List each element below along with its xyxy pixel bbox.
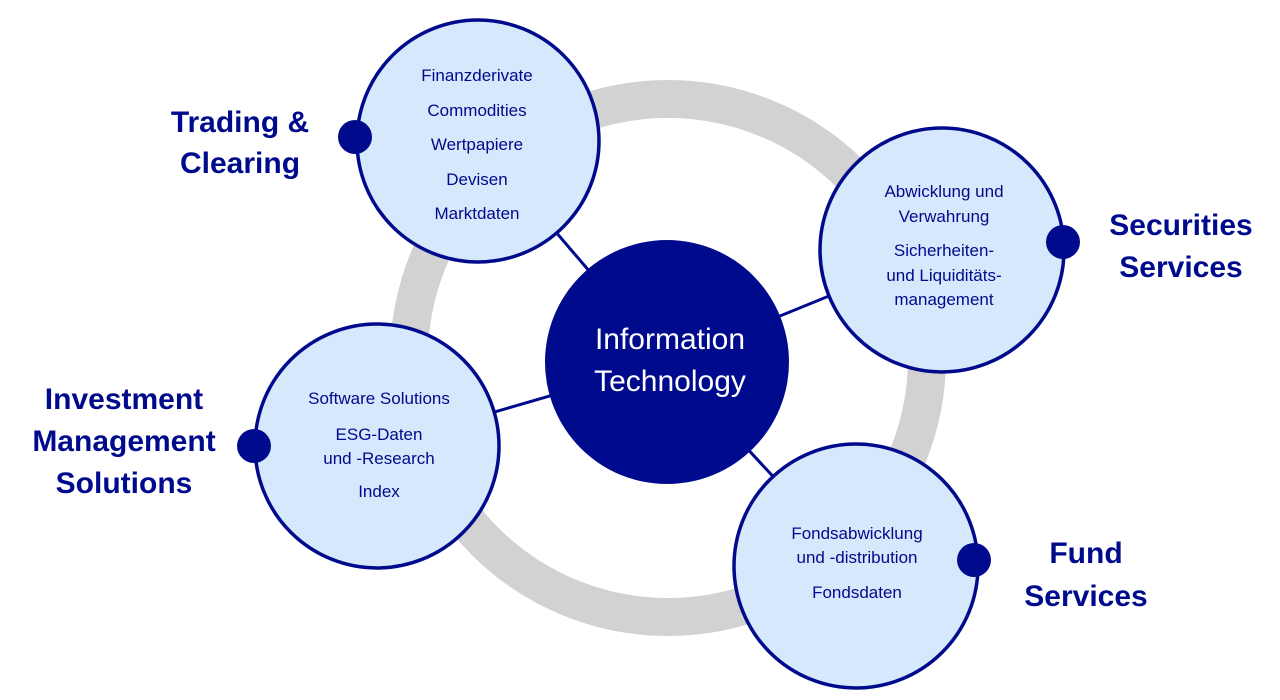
center-node: Information Technology bbox=[545, 240, 789, 484]
segment-label-line: Solutions bbox=[56, 467, 193, 500]
segment-label-line: Investment bbox=[45, 383, 203, 416]
node-dot bbox=[338, 120, 372, 154]
segment-label-line: Fund bbox=[1049, 537, 1122, 570]
node-item: Abwicklung und bbox=[884, 182, 1003, 201]
segment-label-line: Clearing bbox=[180, 147, 300, 180]
node-item: Commodities bbox=[427, 101, 526, 120]
node-item: und Liquiditäts- bbox=[886, 266, 1001, 285]
node-item: Fondsabwicklung bbox=[791, 524, 922, 543]
node-item: Wertpapiere bbox=[431, 135, 523, 154]
center-title-line-2: Technology bbox=[594, 365, 746, 398]
node-dot bbox=[1046, 225, 1080, 259]
node-item: management bbox=[894, 290, 994, 309]
node-item: ESG-Daten bbox=[336, 425, 423, 444]
node-item: Software Solutions bbox=[308, 389, 450, 408]
node-fund-services: Fondsabwicklung und -distribution Fondsd… bbox=[732, 442, 1148, 690]
node-circle bbox=[253, 322, 501, 570]
node-item: und -distribution bbox=[797, 548, 918, 567]
segment-label-line: Trading & bbox=[171, 106, 309, 139]
node-securities-services: Abwicklung und Verwahrung Sicherheiten- … bbox=[818, 126, 1253, 374]
node-item: Marktdaten bbox=[434, 204, 519, 223]
node-item: Sicherheiten- bbox=[894, 241, 994, 260]
segment-label-line: Services bbox=[1024, 580, 1147, 613]
node-item: Verwahrung bbox=[899, 207, 990, 226]
node-investment-management-solutions: Software Solutions ESG-Daten und -Resear… bbox=[32, 322, 501, 570]
node-dot bbox=[237, 429, 271, 463]
segment-label-line: Management bbox=[32, 425, 215, 458]
node-item: Fondsdaten bbox=[812, 583, 902, 602]
segment-label-line: Services bbox=[1119, 251, 1242, 284]
center-title-line-1: Information bbox=[595, 323, 745, 356]
segment-label-line: Securities bbox=[1109, 209, 1252, 242]
node-item: und -Research bbox=[323, 449, 435, 468]
node-item: Devisen bbox=[446, 170, 507, 189]
node-dot bbox=[957, 543, 991, 577]
node-item: Finanzderivate bbox=[421, 66, 533, 85]
node-trading-clearing: Finanzderivate Commodities Wertpapiere D… bbox=[171, 18, 601, 264]
center-circle bbox=[545, 240, 789, 484]
node-item: Index bbox=[358, 482, 400, 501]
